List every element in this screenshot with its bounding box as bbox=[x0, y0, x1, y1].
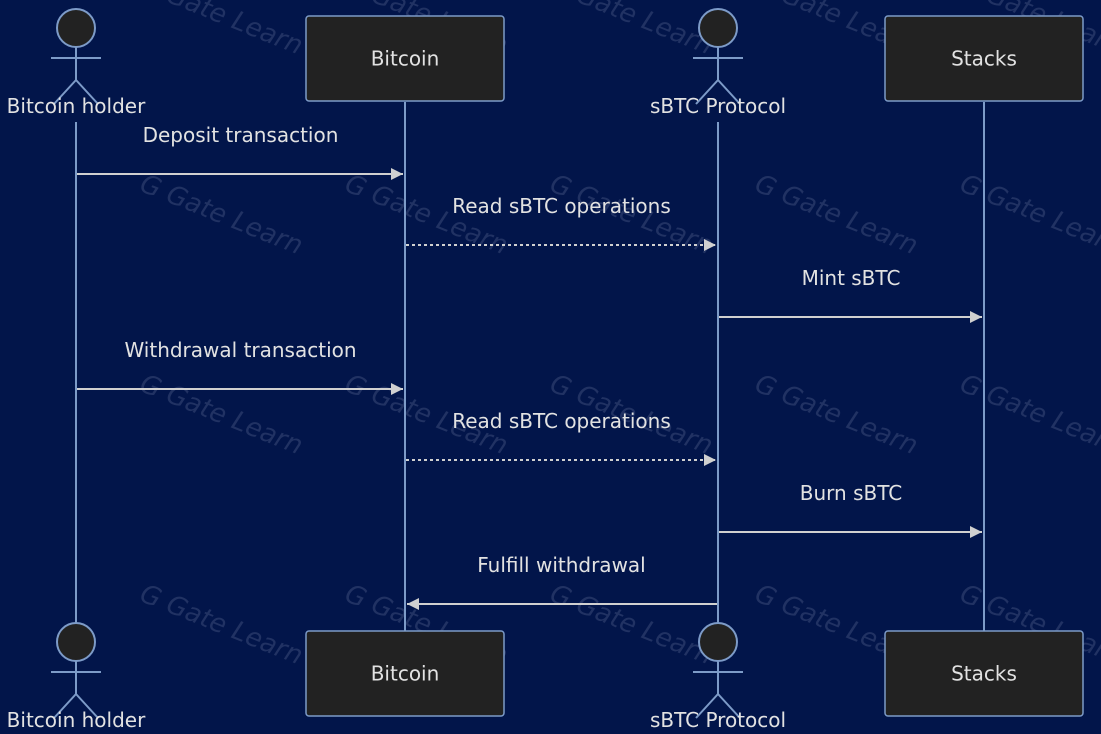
actor-head-icon bbox=[56, 622, 96, 662]
actor-right-leg-icon bbox=[75, 693, 99, 719]
participant-label-stacks-bottom: Stacks bbox=[951, 662, 1017, 686]
actor-left-leg-icon bbox=[695, 79, 719, 105]
participant-box-stacks-bottom bbox=[884, 630, 1084, 717]
actor-head-icon bbox=[698, 622, 738, 662]
participant-box-bitcoin-top bbox=[305, 15, 505, 102]
actor-right-leg-icon bbox=[717, 79, 741, 105]
actor-right-leg-icon bbox=[717, 693, 741, 719]
actor-left-leg-icon bbox=[695, 693, 719, 719]
message-label-5: Read sBTC operations bbox=[452, 409, 671, 433]
participant-label-stacks-top: Stacks bbox=[951, 47, 1017, 71]
actor-head-icon bbox=[56, 8, 96, 48]
message-label-7: Fulfill withdrawal bbox=[477, 553, 646, 577]
actor-label-sbtc-bottom: sBTC Protocol bbox=[650, 708, 786, 732]
actor-sbtc-bottom bbox=[693, 622, 743, 719]
message-label-2: Read sBTC operations bbox=[452, 194, 671, 218]
actor-label-holder-top: Bitcoin holder bbox=[7, 94, 146, 118]
actor-right-leg-icon bbox=[75, 79, 99, 105]
message-label-1: Deposit transaction bbox=[143, 123, 339, 147]
actor-left-leg-icon bbox=[53, 693, 77, 719]
message-label-6: Burn sBTC bbox=[800, 481, 902, 505]
message-label-4: Withdrawal transaction bbox=[124, 338, 356, 362]
participant-label-bitcoin-top: Bitcoin bbox=[371, 47, 440, 71]
actor-label-sbtc-top: sBTC Protocol bbox=[650, 94, 786, 118]
participant-box-bitcoin-bottom bbox=[305, 630, 505, 717]
participant-box-stacks-top bbox=[884, 15, 1084, 102]
message-label-3: Mint sBTC bbox=[802, 266, 901, 290]
actor-left-leg-icon bbox=[53, 79, 77, 105]
actor-label-holder-bottom: Bitcoin holder bbox=[7, 708, 146, 732]
actor-holder-top bbox=[51, 8, 101, 105]
actor-head-icon bbox=[698, 8, 738, 48]
actor-sbtc-top bbox=[693, 8, 743, 105]
actor-holder-bottom bbox=[51, 622, 101, 719]
participant-label-bitcoin-bottom: Bitcoin bbox=[371, 662, 440, 686]
